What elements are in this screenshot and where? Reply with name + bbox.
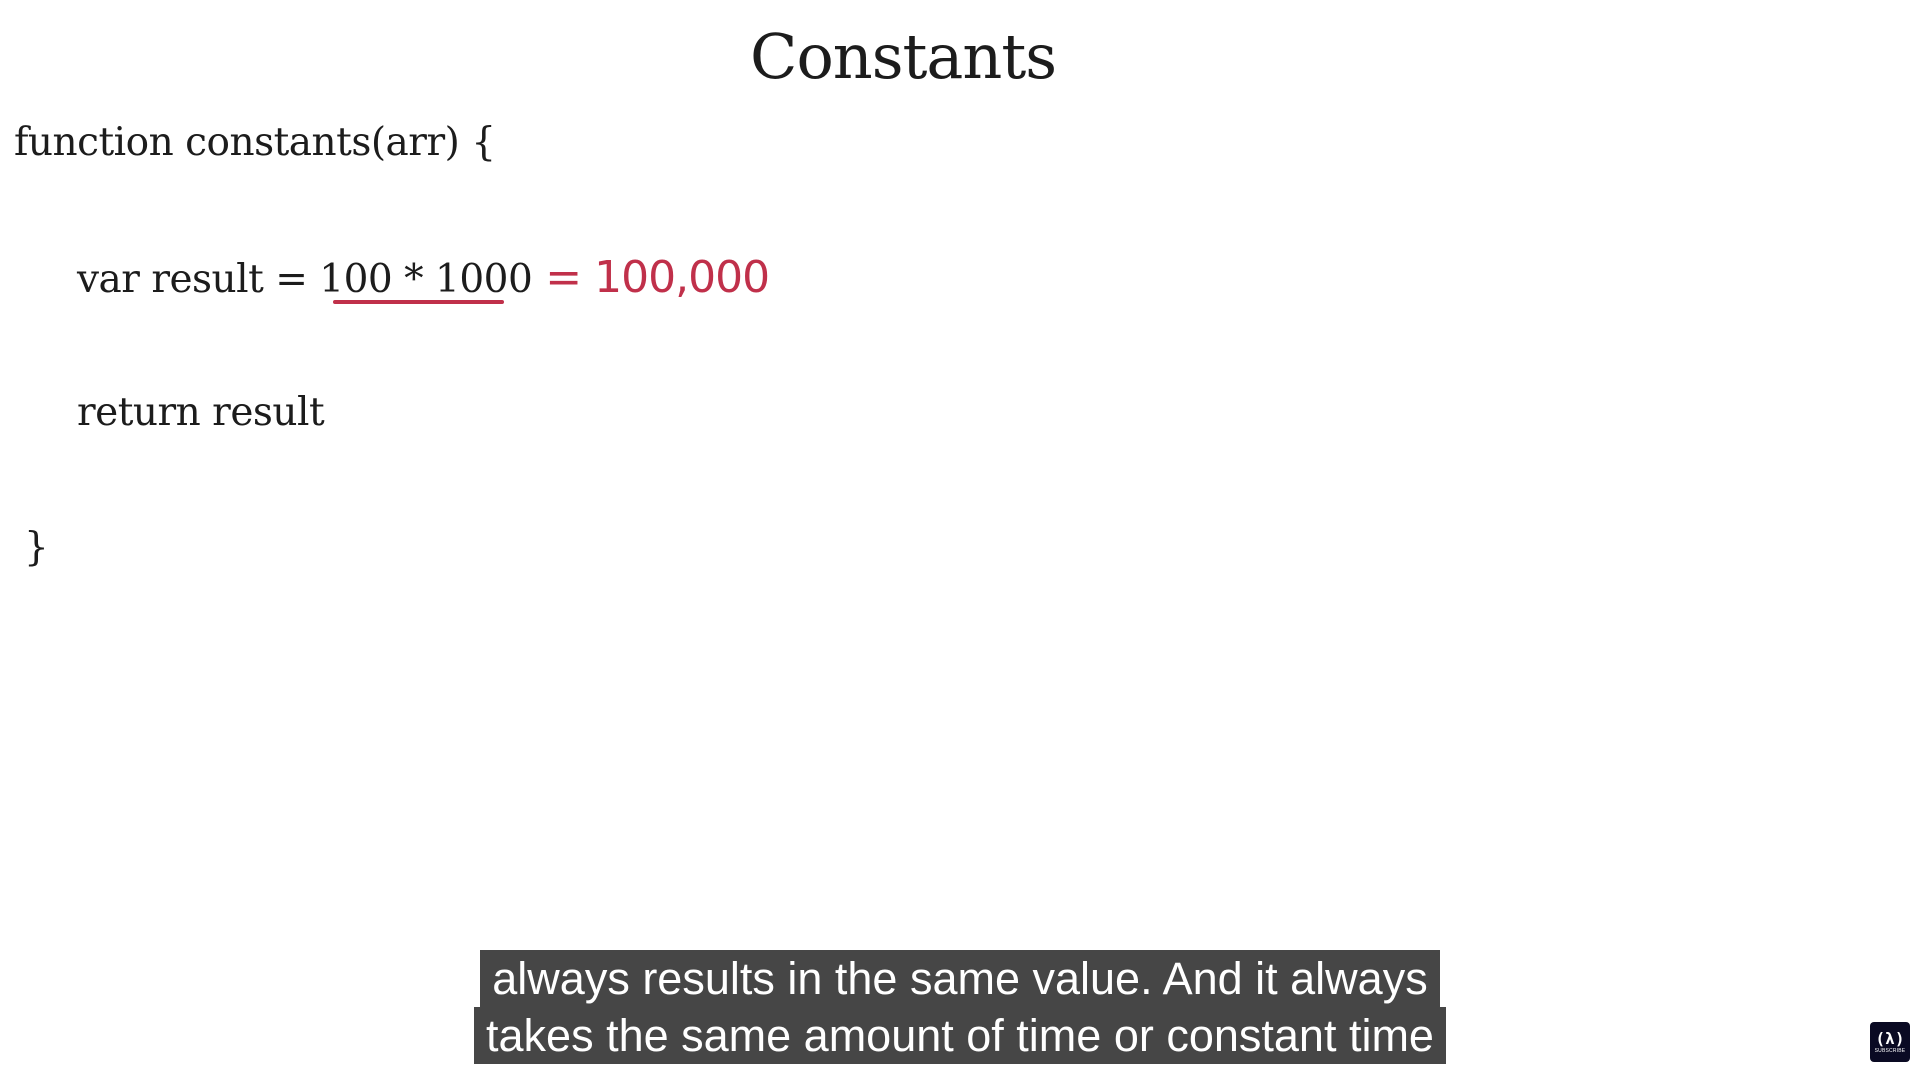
assignment-prefix: var result = — [77, 257, 320, 302]
code-snippet: function constants(arr) { var result = 1… — [14, 30, 770, 660]
subscribe-badge[interactable]: (λ) SUBSCRIBE — [1870, 1022, 1910, 1062]
caption-line-2: takes the same amount of time or constan… — [474, 1007, 1446, 1064]
computed-result: = 100,000 — [532, 252, 770, 303]
subscribe-label: SUBSCRIBE — [1874, 1048, 1906, 1054]
multiplication-expression: 100 * 1000 — [319, 257, 533, 304]
code-line-function-signature: function constants(arr) { — [14, 120, 496, 165]
code-line-assignment: var result = 100 * 1000 = 100,000 — [14, 252, 770, 304]
expression-text: 100 * 1000 — [319, 257, 533, 302]
code-line-return: return result — [77, 390, 325, 435]
subtitle-captions: always results in the same value. And it… — [0, 950, 1920, 1064]
caption-line-1: always results in the same value. And it… — [480, 950, 1440, 1007]
flame-icon: (λ) — [1875, 1029, 1905, 1048]
code-line-closing-brace: } — [24, 525, 49, 570]
expression-underline — [333, 300, 505, 304]
slide-title: Constants — [750, 20, 1057, 93]
